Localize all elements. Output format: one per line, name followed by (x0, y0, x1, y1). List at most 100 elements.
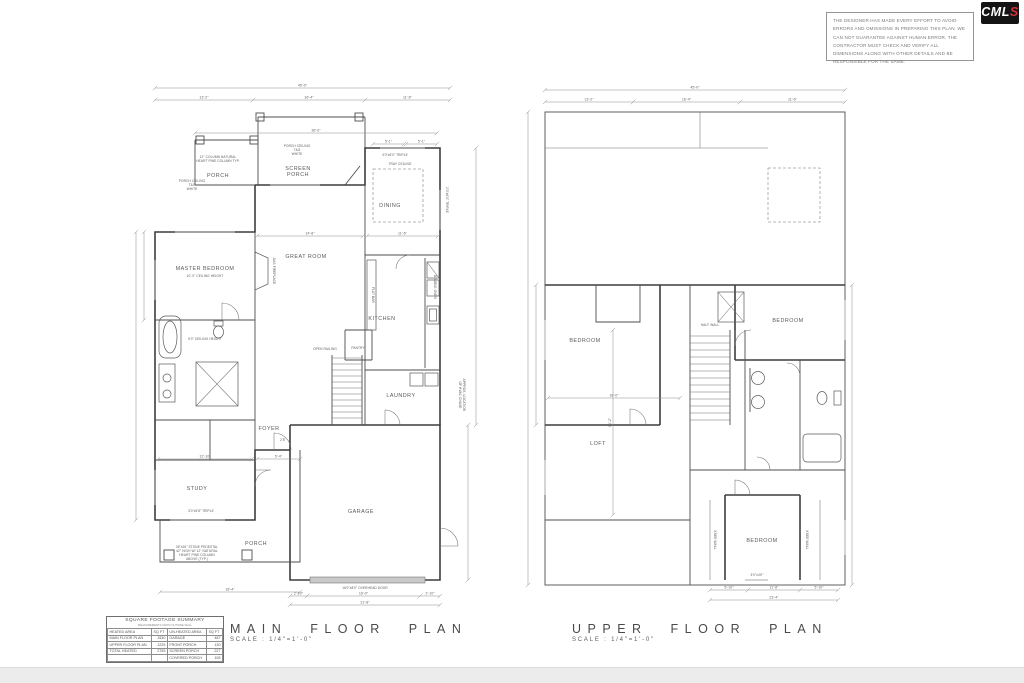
main-interior-walls (155, 168, 440, 461)
dimension-label: 16'-4" (682, 97, 692, 101)
dimension-label: 13'-2" (584, 97, 594, 101)
room-label-garage: GARAGE (348, 509, 374, 515)
dimension: 5'-1" (370, 139, 407, 147)
room-label-porch-top: PORCH (207, 173, 229, 179)
dimension-label: 5'-4" (275, 454, 283, 458)
note-half-wall: HALF WALL (701, 323, 720, 327)
dimension: 18'-4" (157, 587, 303, 595)
note-knee-wall-left: KNEE WALL (713, 530, 717, 549)
dimension-label: 5'-10" (724, 585, 734, 589)
note-overhead-door: 16'0"x8'0" OVERHEAD DOOR (342, 586, 388, 590)
dimension-label: 16'-2" (608, 417, 612, 427)
table-cell: 130 (206, 641, 223, 649)
table-subtitle: MEASUREMENTS FROM OUTSIDE WALL (137, 623, 193, 627)
main-plan-title-block: MAIN FLOOR PLAN SCALE : 1/4"=1'-0" (230, 622, 467, 643)
upper-plan-title: UPPER FLOOR PLAN (572, 622, 828, 636)
dimension: 14'-8" (254, 231, 366, 239)
note-double-oven: DOUBLE OVEN (433, 275, 437, 300)
room-label-pantry: PANTRY (351, 346, 365, 350)
room-label-porch-bottom: PORCH (245, 541, 267, 547)
dimension: 45'-0" (542, 85, 848, 93)
note-dining-window: 3'0"x6'0" TRIPLE (382, 153, 408, 157)
dimension-label: 16'-0" (359, 591, 369, 595)
dimension (533, 282, 539, 428)
room-label-study: STUDY (187, 486, 208, 492)
room-label-laundry: LAUNDRY (386, 393, 415, 399)
note-knee-wall-right: KNEE WALL (805, 530, 809, 549)
dimension: 5'-4" (254, 454, 303, 462)
dimension: 5'-10" (707, 585, 751, 593)
note-flat-bar: FLAT BAR (371, 287, 375, 303)
designer-disclaimer: THE DESIGNER HAS MADE EVERY EFFORT TO AV… (826, 12, 974, 64)
table-cell: GARAGE (166, 634, 208, 642)
table-cell: FRONT PORCH (166, 641, 208, 649)
dimension-label: 11'-6" (403, 95, 413, 99)
table-cell (151, 654, 168, 662)
overhead-door (309, 576, 426, 584)
note-door-2-8: 2'8" (280, 438, 286, 442)
upper-shower (717, 291, 745, 323)
dimension-label: 11'-6" (398, 231, 408, 235)
note-ceiling-9ft: 9'0" CEILING HEIGHT (188, 337, 222, 341)
room-label-bedroom-bottom: BEDROOM (746, 538, 777, 544)
table-cell: 227 (206, 647, 223, 655)
dimension-label: 11'-8" (770, 585, 780, 589)
note-hvac: APPROX. LOCATIONOF HVAC CHASE (458, 379, 466, 412)
note-open-railing: OPEN RAILING (313, 347, 337, 351)
table-header-cell: UN-HEATED AREA (166, 628, 208, 636)
square-footage-table: SQUARE FOOTAGE SUMMARY MEASUREMENTS FROM… (106, 616, 224, 663)
fireplace (254, 251, 269, 291)
dimension: 45'-0" (152, 83, 453, 91)
dimension (473, 145, 479, 428)
room-label-kitchen: KITCHEN (368, 316, 395, 322)
tray-ceiling-outline (372, 168, 424, 223)
dimension: 18'-0" (545, 393, 683, 401)
table-cell: MAIN FLOOR PLAN (107, 634, 152, 642)
table-header-cell: SQ FT (206, 628, 223, 636)
upper-fixtures (717, 291, 842, 463)
front-porch-outline (194, 135, 259, 186)
dimension: 11'-8" (745, 585, 803, 593)
dimension-label: 13'-2" (199, 95, 209, 99)
note-dining-side-window: 2'0"x6'0" TRIPLE (445, 187, 449, 213)
table-cell: UPPER FLOOR PLAN (107, 641, 152, 649)
table-cell: 105 (206, 654, 223, 662)
kitchen-counter (366, 258, 440, 368)
shower (195, 361, 239, 407)
cmls-logo-text: CML (981, 5, 1010, 19)
dimension-label: 5'-10" (814, 585, 824, 589)
upper-plan (544, 111, 846, 586)
dimension: 21'-8" (287, 600, 443, 608)
main-plan (154, 112, 459, 584)
dimension: 11'-6" (362, 95, 453, 103)
note-gas-fireplace: GAS FIREPLACE (272, 258, 276, 285)
table-title: SQUARE FOOTAGE SUMMARY (125, 618, 205, 623)
dimension: 2'-10" (417, 591, 443, 599)
main-plan-scale: SCALE : 1/4"=1'-0" (230, 637, 313, 643)
room-label-foyer: FOYER (258, 426, 279, 432)
table-cell: 487 (206, 634, 223, 642)
dimension: 16'-2" (608, 327, 616, 518)
room-label-bedroom-right: BEDROOM (772, 318, 803, 324)
dimension: 5'-10" (797, 585, 841, 593)
dimension: 11'-6" (737, 97, 848, 105)
dimension-label: 2'-10" (425, 591, 435, 595)
sheet-bottom-band (0, 667, 1024, 683)
main-stairs (332, 357, 362, 419)
room-label-master-bedroom: MASTER BEDROOM (176, 266, 235, 272)
upper-doors (629, 329, 801, 496)
dimension-label: 16'-4" (304, 95, 314, 99)
dimension: 13'-2" (542, 97, 636, 105)
dimension: 16'-4" (630, 97, 743, 105)
dimension-label: 11'-6" (788, 97, 798, 101)
main-windows (154, 147, 441, 521)
dimension: 36'-0" (192, 128, 440, 136)
room-label-great-room: GREAT ROOM (285, 254, 326, 260)
